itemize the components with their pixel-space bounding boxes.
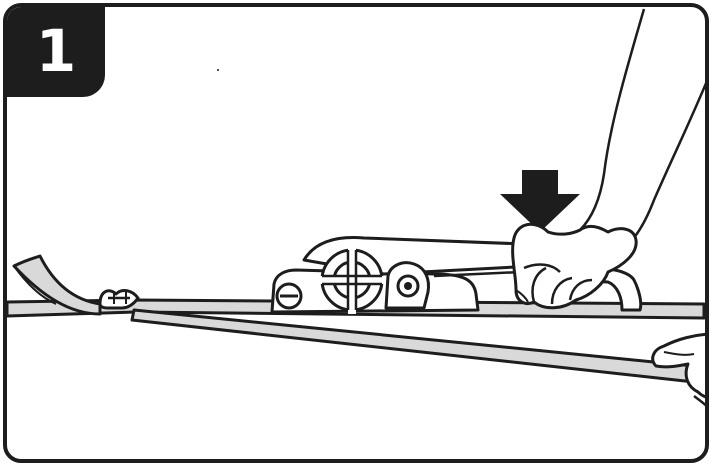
ratchet-illustration — [7, 7, 705, 459]
speck — [217, 69, 219, 71]
lower-strap — [132, 310, 694, 382]
step-number: 1 — [36, 22, 76, 80]
pressing-hand — [513, 9, 705, 308]
instruction-panel: 1 — [3, 3, 709, 463]
step-badge: 1 — [7, 7, 105, 97]
push-down-arrow-icon — [500, 170, 580, 232]
release-catch — [386, 263, 428, 308]
strap-hook — [100, 291, 138, 308]
